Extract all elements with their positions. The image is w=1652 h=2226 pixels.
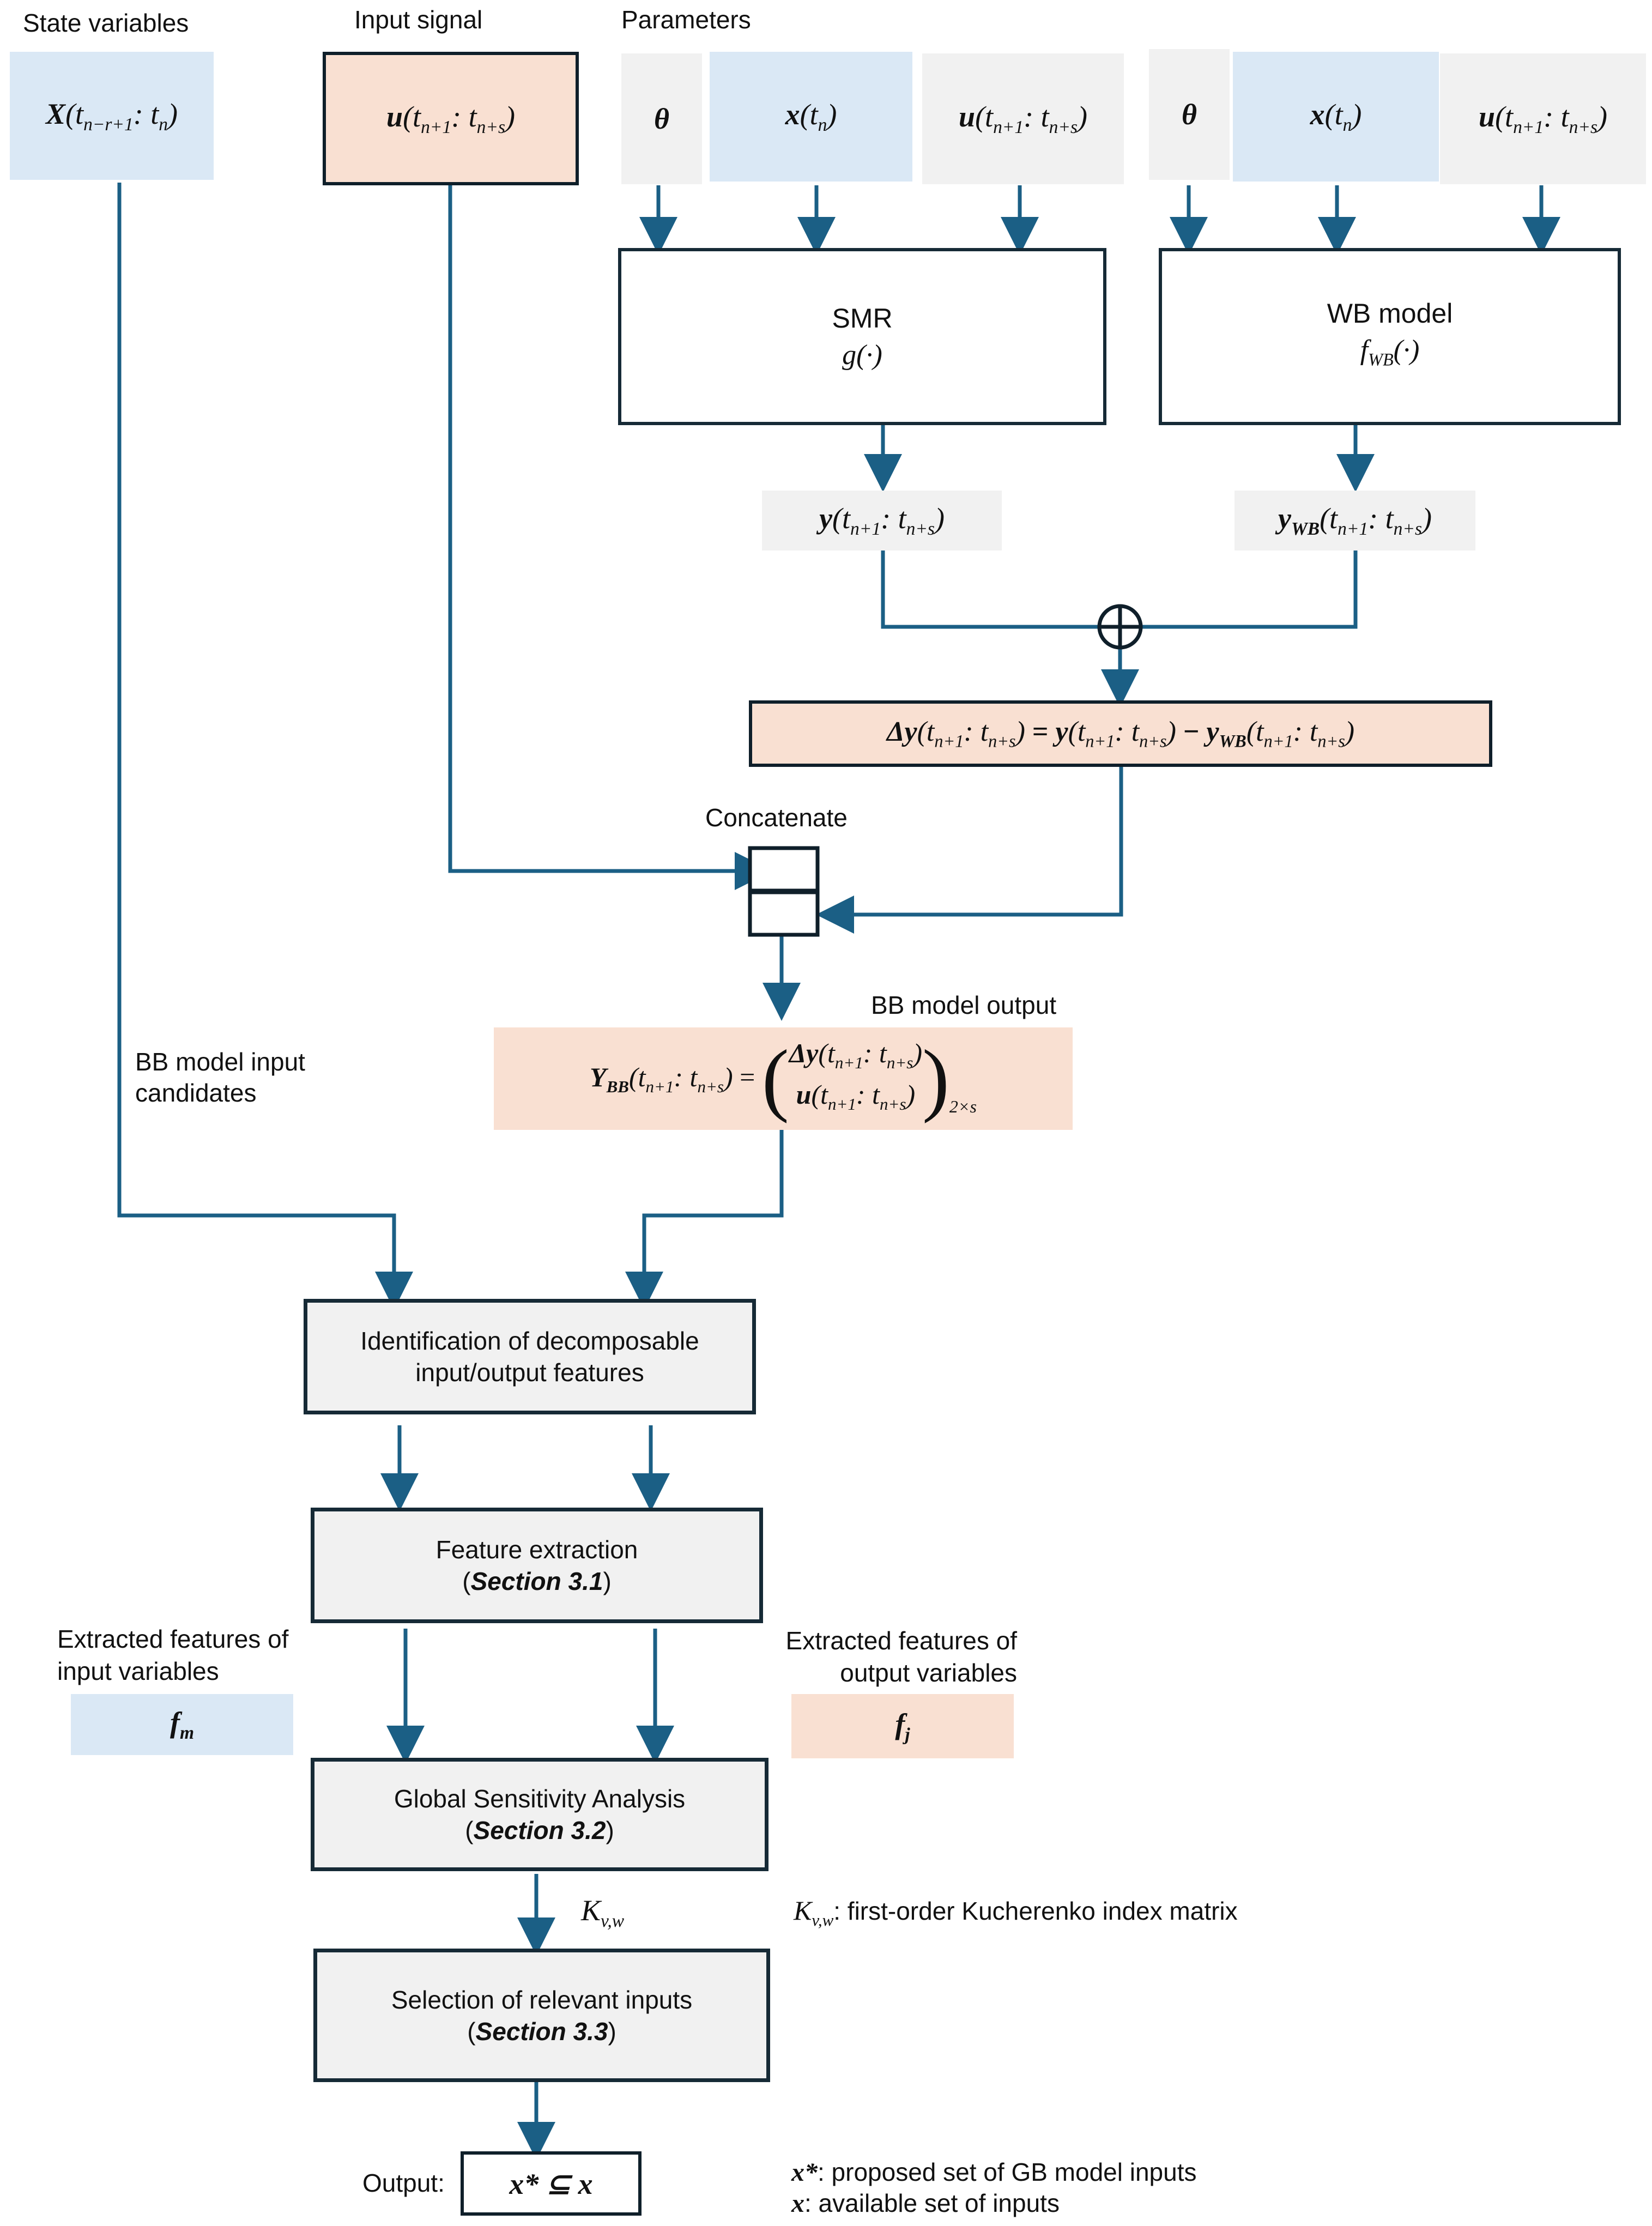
identification-line-1: Identification of decomposable	[360, 1327, 699, 1355]
state-variables-box: X(tn−r+1: tn)	[10, 52, 214, 180]
wb-title: WB model	[1327, 298, 1453, 329]
kvw-label: Kv,w	[581, 1894, 625, 1931]
y-smr-box: y(tn+1: tn+s)	[762, 491, 1002, 551]
delta-y-math: Δy(tn+1: tn+s) = y(tn+1: tn+s) − yWB(tn+…	[886, 716, 1355, 751]
input-signal-label: Input signal	[354, 5, 483, 34]
u-param-box-wb: u(tn+1: tn+s)	[1440, 53, 1646, 184]
x-tn-math: x(tn)	[785, 98, 837, 135]
output-label: Output:	[362, 2169, 445, 2197]
concatenate-block	[748, 846, 820, 937]
selection-section-wrap: (Section 3.3)	[467, 2017, 616, 2046]
f-m-box: fm	[71, 1694, 293, 1755]
state-x-math: X(tn−r+1: tn)	[46, 97, 178, 135]
f-m-math: fm	[170, 1706, 195, 1743]
output-set-box: x* ⊆ x	[461, 2151, 642, 2216]
x-legend-symbol: x	[791, 2189, 804, 2218]
feature-extraction-title: Feature extraction	[435, 1535, 638, 1564]
gsa-section: Section 3.2	[473, 1816, 606, 1844]
x-legend-desc: : available set of inputs	[804, 2189, 1060, 2217]
smr-title: SMR	[832, 303, 893, 334]
arrow-u-concat	[448, 185, 773, 890]
input-signal-box: u(tn+1: tn+s)	[323, 52, 579, 185]
theta-math-wb: θ	[1181, 98, 1197, 131]
gsa-title: Global Sensitivity Analysis	[394, 1785, 686, 1813]
theta-box-smr: θ	[621, 53, 702, 184]
extracted-outputs-label-2: output variables	[840, 1659, 1017, 1687]
f-j-math: fj	[895, 1708, 910, 1745]
state-variables-label: State variables	[23, 9, 189, 37]
theta-box-wb: θ	[1149, 49, 1230, 180]
wire-ywb-sum	[1142, 549, 1358, 629]
bb-model-output-label: BB model output	[871, 991, 1057, 1019]
y-bb-math: YBB(tn+1: tn+s) = ( Δy(tn+1: tn+s) u(tn+…	[590, 1033, 977, 1124]
u-param-math: u(tn+1: tn+s)	[959, 100, 1087, 137]
arrow-ybb-ident	[625, 1128, 784, 1310]
selection-section: Section 3.3	[475, 2017, 608, 2046]
extracted-inputs-label-1: Extracted features of	[57, 1625, 289, 1653]
feature-extraction-section-wrap: (Section 3.1)	[462, 1567, 612, 1595]
x-tn-box-smr: x(tn)	[710, 52, 912, 182]
wire-y-sum	[881, 549, 1098, 629]
concatenate-label: Concatenate	[705, 803, 848, 832]
y-bb-box: YBB(tn+1: tn+s) = ( Δy(tn+1: tn+s) u(tn+…	[494, 1027, 1073, 1130]
sum-junction-icon	[1097, 604, 1143, 650]
feature-extraction-box: Feature extraction (Section 3.1)	[311, 1508, 763, 1623]
kvw-legend-desc: : first-order Kucherenko index matrix	[833, 1897, 1238, 1925]
wb-model-box: WB model fWB(·)	[1159, 248, 1621, 425]
y-smr-math: y(tn+1: tn+s)	[819, 502, 945, 539]
arrow-state-ident	[117, 183, 413, 1310]
gsa-section-wrap: (Section 3.2)	[465, 1816, 614, 1844]
smr-function: g(·)	[842, 339, 882, 371]
smr-model-box: SMR g(·)	[618, 248, 1106, 425]
output-set-math: x* ⊆ x	[509, 2167, 593, 2200]
bb-input-candidates-label-2: candidates	[135, 1079, 257, 1107]
f-j-box: fj	[791, 1694, 1014, 1758]
identification-line-2: input/output features	[415, 1358, 644, 1387]
identification-box: Identification of decomposable input/out…	[304, 1299, 756, 1414]
wb-function: fWB(·)	[1360, 335, 1420, 370]
parameters-label: Parameters	[621, 5, 751, 34]
x-tn-box-wb: x(tn)	[1233, 52, 1439, 182]
bb-input-candidates-label-1: BB model input	[135, 1048, 305, 1076]
theta-math: θ	[653, 102, 670, 135]
xstar-legend-desc: : proposed set of GB model inputs	[818, 2158, 1197, 2186]
x-legend: x: available set of inputs	[791, 2187, 1060, 2220]
selection-box: Selection of relevant inputs (Section 3.…	[313, 1949, 770, 2082]
y-wb-math: yWB(tn+1: tn+s)	[1278, 502, 1432, 539]
gsa-box: Global Sensitivity Analysis (Section 3.2…	[311, 1758, 768, 1871]
x-tn-math-wb: x(tn)	[1310, 98, 1362, 135]
xstar-legend-symbol: x*	[791, 2158, 818, 2187]
kvw-legend-symbol: Kv,w	[794, 1895, 834, 1929]
xstar-legend: x*: proposed set of GB model inputs	[791, 2156, 1197, 2189]
input-u-math: u(tn+1: tn+s)	[386, 100, 515, 137]
y-wb-box: yWB(tn+1: tn+s)	[1235, 491, 1475, 551]
extracted-inputs-label-2: input variables	[57, 1657, 219, 1685]
arrow-delta-concat	[816, 765, 1123, 934]
u-param-math-wb: u(tn+1: tn+s)	[1479, 100, 1607, 137]
selection-title: Selection of relevant inputs	[391, 1985, 693, 2014]
kvw-legend: Kv,w: first-order Kucherenko index matri…	[794, 1894, 1238, 1937]
extracted-outputs-label-1: Extracted features of	[785, 1626, 1017, 1655]
delta-y-box: Δy(tn+1: tn+s) = y(tn+1: tn+s) − yWB(tn+…	[749, 700, 1492, 767]
u-param-box-smr: u(tn+1: tn+s)	[922, 53, 1124, 184]
feature-extraction-section: Section 3.1	[470, 1567, 603, 1595]
